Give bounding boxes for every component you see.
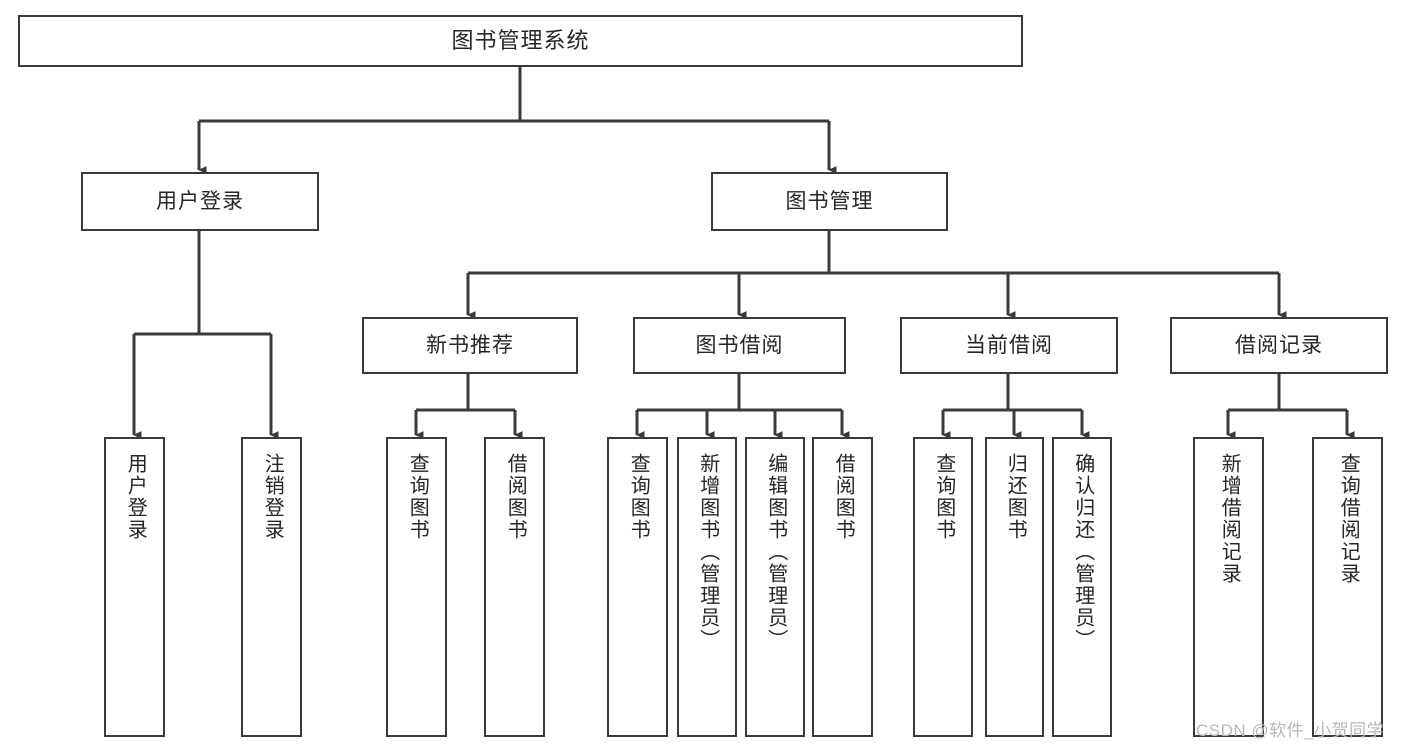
node-leaf-query-book-3-label: 查询图书 xyxy=(932,453,955,541)
node-leaf-borrow-book-1-label: 借阅图书 xyxy=(504,453,527,541)
node-current-borrow-label: 当前借阅 xyxy=(965,333,1053,357)
node-leaf-query-book-1[interactable]: 查询图书 xyxy=(386,437,447,737)
node-user-login[interactable]: 用户登录 xyxy=(81,172,319,231)
node-leaf-user-login[interactable]: 用户登录 xyxy=(104,437,165,737)
node-leaf-borrow-book-2[interactable]: 借阅图书 xyxy=(812,437,873,737)
node-leaf-edit-book-label: 编辑图书（管理员） xyxy=(764,453,787,651)
node-user-login-label: 用户登录 xyxy=(156,189,244,213)
node-leaf-confirm-return-label: 确认归还（管理员） xyxy=(1071,453,1094,651)
node-leaf-query-book-2-label: 查询图书 xyxy=(627,453,650,541)
node-new-book-recommend-label: 新书推荐 xyxy=(426,333,514,357)
node-leaf-add-book-label: 新增图书（管理员） xyxy=(696,453,719,651)
node-root-图书管理系统[interactable]: 图书管理系统 xyxy=(18,15,1023,67)
node-borrow-record[interactable]: 借阅记录 xyxy=(1170,317,1388,374)
node-leaf-query-book-2[interactable]: 查询图书 xyxy=(607,437,668,737)
node-leaf-confirm-return[interactable]: 确认归还（管理员） xyxy=(1052,437,1112,737)
node-leaf-add-book[interactable]: 新增图书（管理员） xyxy=(677,437,737,737)
node-leaf-user-logout-label: 注销登录 xyxy=(261,453,284,541)
node-borrow-record-label: 借阅记录 xyxy=(1235,333,1323,357)
node-leaf-query-record[interactable]: 查询借阅记录 xyxy=(1312,437,1383,737)
node-root-图书管理系统-label: 图书管理系统 xyxy=(451,27,590,53)
node-leaf-return-book[interactable]: 归还图书 xyxy=(985,437,1044,737)
node-leaf-query-book-1-label: 查询图书 xyxy=(406,453,429,541)
node-leaf-borrow-book-1[interactable]: 借阅图书 xyxy=(484,437,545,737)
node-book-manage-label: 图书管理 xyxy=(785,189,874,213)
node-leaf-user-login-label: 用户登录 xyxy=(124,453,147,541)
node-leaf-user-logout[interactable]: 注销登录 xyxy=(241,437,302,737)
node-leaf-add-record-label: 新增借阅记录 xyxy=(1218,453,1241,585)
node-book-borrow-label: 图书借阅 xyxy=(695,333,784,357)
node-book-borrow[interactable]: 图书借阅 xyxy=(633,317,846,374)
node-leaf-query-book-3[interactable]: 查询图书 xyxy=(913,437,973,737)
node-leaf-borrow-book-2-label: 借阅图书 xyxy=(832,453,855,541)
node-new-book-recommend[interactable]: 新书推荐 xyxy=(362,317,578,374)
node-book-manage[interactable]: 图书管理 xyxy=(711,172,948,231)
csdn-watermark: CSDN @软件_小贺同学 xyxy=(1196,721,1385,740)
node-leaf-add-record[interactable]: 新增借阅记录 xyxy=(1193,437,1264,737)
node-leaf-return-book-label: 归还图书 xyxy=(1004,453,1027,541)
node-leaf-edit-book[interactable]: 编辑图书（管理员） xyxy=(745,437,805,737)
node-current-borrow[interactable]: 当前借阅 xyxy=(900,317,1118,374)
node-leaf-query-record-label: 查询借阅记录 xyxy=(1337,453,1360,585)
